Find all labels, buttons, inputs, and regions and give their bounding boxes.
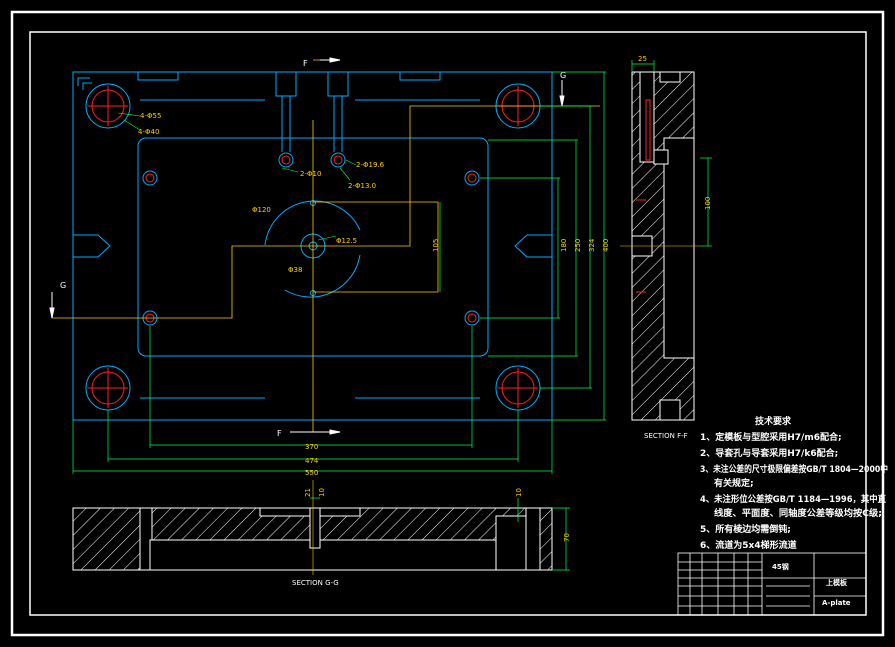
section-f-bottom-label: F [277, 429, 282, 438]
section-g-top-label: G [560, 71, 566, 80]
section-f-top-label: F [303, 59, 308, 68]
dim-bottom-10b: 10 [515, 488, 523, 497]
callout-2-d19-6: 2-Φ19.6 [356, 161, 385, 169]
callout-4-d40: 4-Φ40 [138, 128, 159, 136]
title-block [677, 552, 867, 616]
section-gg-caption: SECTION G-G [292, 579, 339, 587]
callout-d12-5: Φ12.5 [336, 237, 357, 245]
callout-2-d13: 2-Φ13.0 [348, 182, 376, 190]
title-material: 45钢 [772, 562, 789, 571]
dim-width-370: 370 [305, 443, 318, 451]
tech-item-2: 2、导套孔与导套采用H7/k6配合; [700, 447, 838, 459]
tech-item-5: 5、所有棱边均需倒钝; [700, 523, 791, 535]
inner-frame [29, 31, 867, 616]
callout-4-d55: 4-Φ55 [140, 112, 161, 120]
dim-height-105: 105 [432, 239, 440, 252]
outer-frame [10, 10, 885, 637]
dim-width-474: 474 [305, 457, 319, 465]
dim-bottom-10a: 10 [318, 488, 326, 497]
dim-height-400: 400 [602, 239, 610, 252]
section-g-left-label: G [60, 281, 66, 290]
tech-item-4b: 线度、平面度、同轴度公差等级均按C级; [714, 507, 882, 519]
dim-height-180: 180 [560, 239, 568, 252]
plate-outline [72, 71, 553, 421]
tech-item-3b: 有关规定; [714, 477, 754, 489]
title-part-name: 上模板 [826, 578, 848, 587]
plan-view: F F G G 4-Φ55 4-Φ40 2-Φ19.6 2-Φ10 2-Φ13.… [49, 57, 610, 477]
callout-2-d10: 2-Φ10 [300, 170, 321, 178]
dim-height-324: 324 [588, 238, 596, 252]
callout-d120: Φ120 [252, 206, 271, 214]
callout-d38: Φ38 [288, 266, 302, 274]
tech-item-3: 3、未注公差的尺寸极限偏差按GB/T 1804—2000中 [700, 463, 888, 475]
tech-requirements: 技术要求 1、定模板与型腔采用H7/m6配合; 2、导套孔与导套采用H7/k6配… [700, 415, 888, 551]
dim-side-25: 25 [638, 55, 647, 63]
screw-holes [142, 152, 480, 326]
tech-item-6: 6、流道为5x4梯形流道 [700, 539, 797, 551]
dim-width-550: 550 [305, 469, 318, 477]
tech-item-4: 4、未注形位公差按GB/T 1184—1996，其中直 [700, 493, 886, 505]
tech-item-1: 1、定模板与型腔采用H7/m6配合; [700, 431, 842, 443]
dim-bottom-70: 70 [563, 533, 571, 542]
dim-bottom-21: 21 [304, 488, 312, 497]
section-gg-view: 21 10 10 70 SECTION G-G [72, 480, 571, 587]
section-ff-view: 25 100 SECTION F-F [620, 55, 712, 440]
dim-side-100: 100 [704, 197, 712, 210]
dim-height-250: 250 [574, 239, 582, 252]
tech-title: 技术要求 [755, 415, 792, 427]
section-ff-caption: SECTION F-F [644, 432, 688, 440]
title-drawing-code: A-plate [822, 599, 851, 607]
